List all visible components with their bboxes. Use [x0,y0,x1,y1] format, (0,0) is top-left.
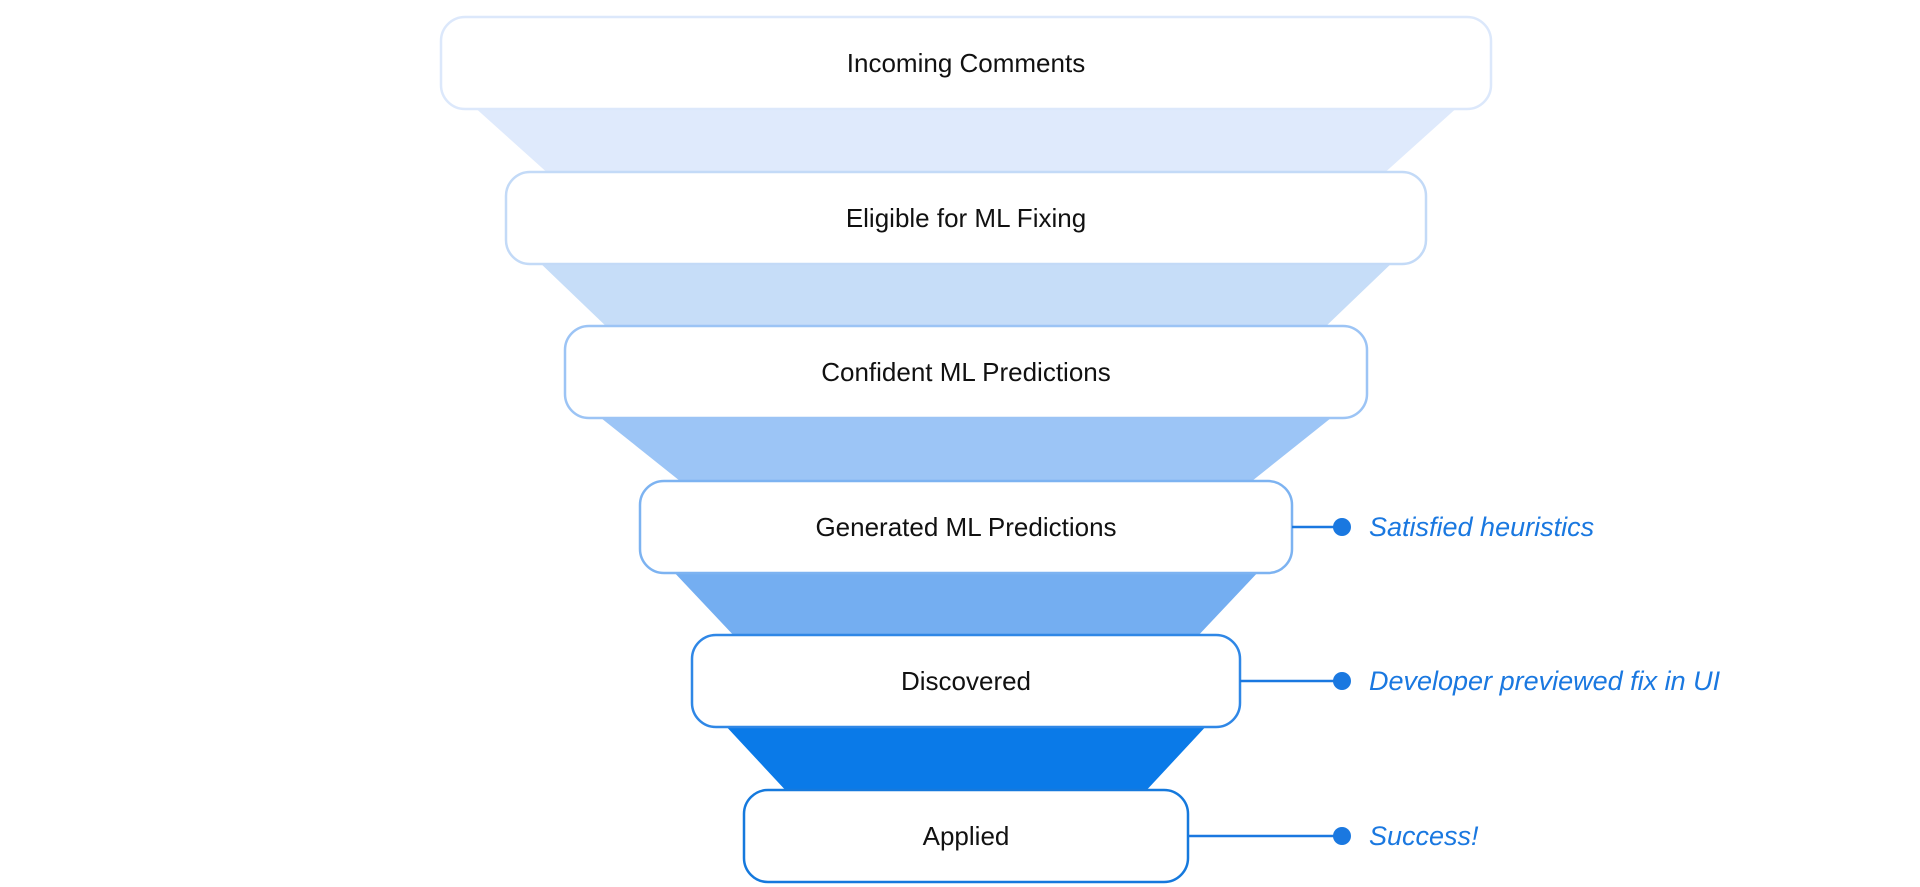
annotation-text: Success! [1369,821,1479,851]
stage-label: Incoming Comments [847,48,1085,78]
funnel-stage: Eligible for ML Fixing [504,170,1428,266]
annotation-text: Developer previewed fix in UI [1369,666,1721,696]
stage-label: Eligible for ML Fixing [846,203,1086,233]
stage-label: Applied [923,821,1010,851]
stage-label: Discovered [901,666,1031,696]
funnel-connector [723,723,1209,794]
funnel-connector [671,569,1261,639]
stage-annotation: Success! [1188,821,1479,851]
funnel-stage: Generated ML Predictions [638,479,1294,575]
funnel-connector [472,105,1460,176]
stage-annotation: Developer previewed fix in UI [1240,666,1721,696]
annotation-dot [1333,672,1351,690]
funnel-connector [596,414,1336,485]
funnel-connector [537,260,1395,330]
stage-box [563,324,1369,420]
annotation-text: Satisfied heuristics [1369,512,1594,542]
funnel-stage: Confident ML Predictions [563,324,1369,420]
stage-box [504,170,1428,266]
stage-label: Generated ML Predictions [815,512,1116,542]
annotation-dot [1333,827,1351,845]
stage-box [439,15,1493,111]
stage-annotation: Satisfied heuristics [1292,512,1594,542]
funnel-stage: Discovered [690,633,1242,729]
stage-label: Confident ML Predictions [821,357,1111,387]
funnel-connectors [472,105,1460,794]
funnel-stage: Applied [742,788,1190,884]
annotation-dot [1333,518,1351,536]
funnel-stage: Incoming Comments [439,15,1493,111]
